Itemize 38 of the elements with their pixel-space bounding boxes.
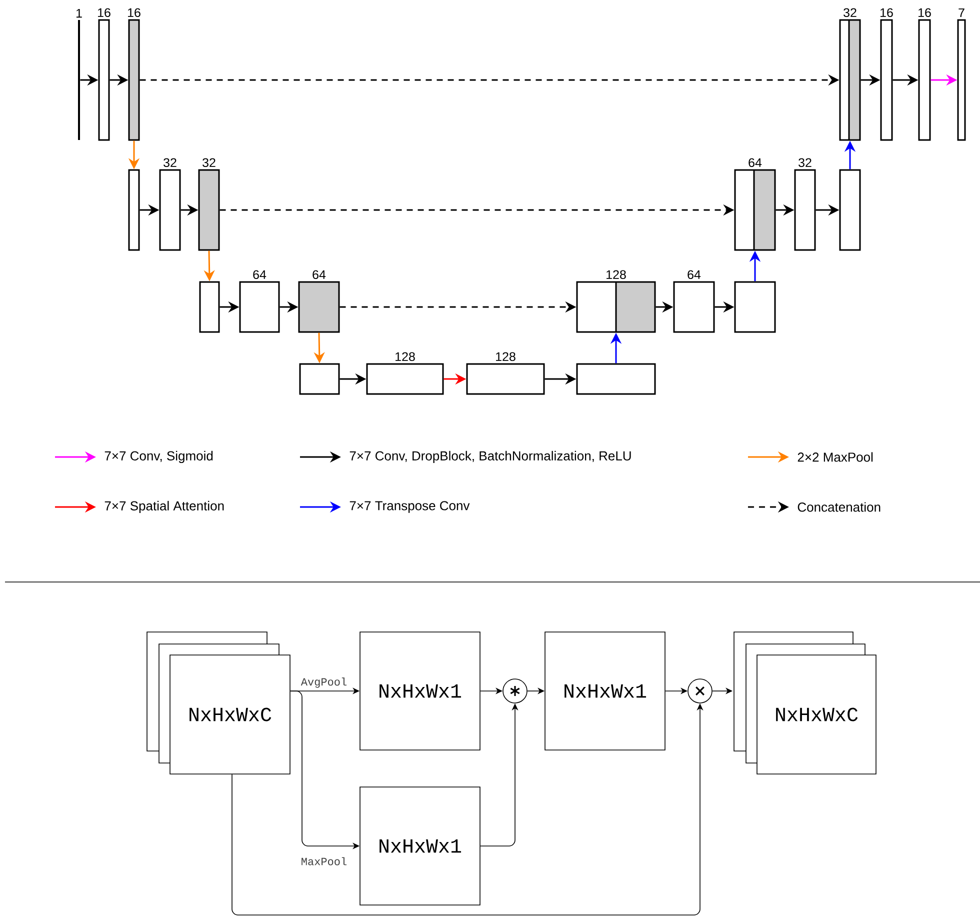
feature-map-block	[734, 281, 776, 333]
feature-map-box: NxHxWx1	[544, 632, 666, 750]
legend-label: 7×7 Conv, Sigmoid	[104, 450, 213, 464]
feature-map-block	[299, 363, 340, 395]
feature-map-box: NxHxWx1	[360, 786, 480, 906]
channel-count: 32	[798, 158, 812, 168]
channel-count: 7	[958, 8, 964, 18]
multiply-operator	[688, 678, 712, 704]
channel-count: 1	[76, 9, 82, 18]
channel-count: 64	[748, 158, 762, 168]
channel-count: 16	[918, 8, 931, 18]
feature-map-block	[576, 363, 656, 395]
legend-label: 7×7 Transpose Conv	[350, 501, 470, 513]
channel-count: 64	[253, 270, 266, 280]
feature-map-block	[199, 281, 220, 333]
feature-map-block	[128, 169, 140, 251]
channel-count: 128	[396, 352, 415, 362]
channel-count: 32	[844, 8, 856, 18]
channel-count: 16	[98, 8, 110, 18]
channel-count: 64	[688, 270, 701, 280]
feature-map-block	[839, 169, 861, 251]
channel-count: 64	[312, 270, 326, 280]
feature-map-stack: NxHxWxC	[146, 632, 290, 774]
feature-map-box: NxHxWx1	[360, 632, 480, 750]
channel-count: 128	[606, 270, 626, 280]
legend-label: 7×7 Spatial Attention	[104, 500, 224, 514]
feature-map-stack: NxHxWxC	[734, 632, 876, 774]
legend-label: 2×2 MaxPool	[798, 452, 873, 462]
legend-label: 7×7 Conv, DropBlock, BatchNormalization, ReLU	[350, 450, 631, 464]
channel-count: 128	[496, 352, 516, 362]
channel-count: 16	[128, 8, 140, 18]
channel-count: 32	[202, 158, 216, 168]
edge-label: AvgPool	[300, 676, 348, 689]
multiply-operator	[502, 678, 528, 704]
legend-label: Concatenation	[798, 502, 880, 512]
channel-count: 16	[880, 8, 893, 18]
channel-count: 32	[164, 158, 176, 168]
edge-label: MaxPool	[300, 856, 348, 866]
